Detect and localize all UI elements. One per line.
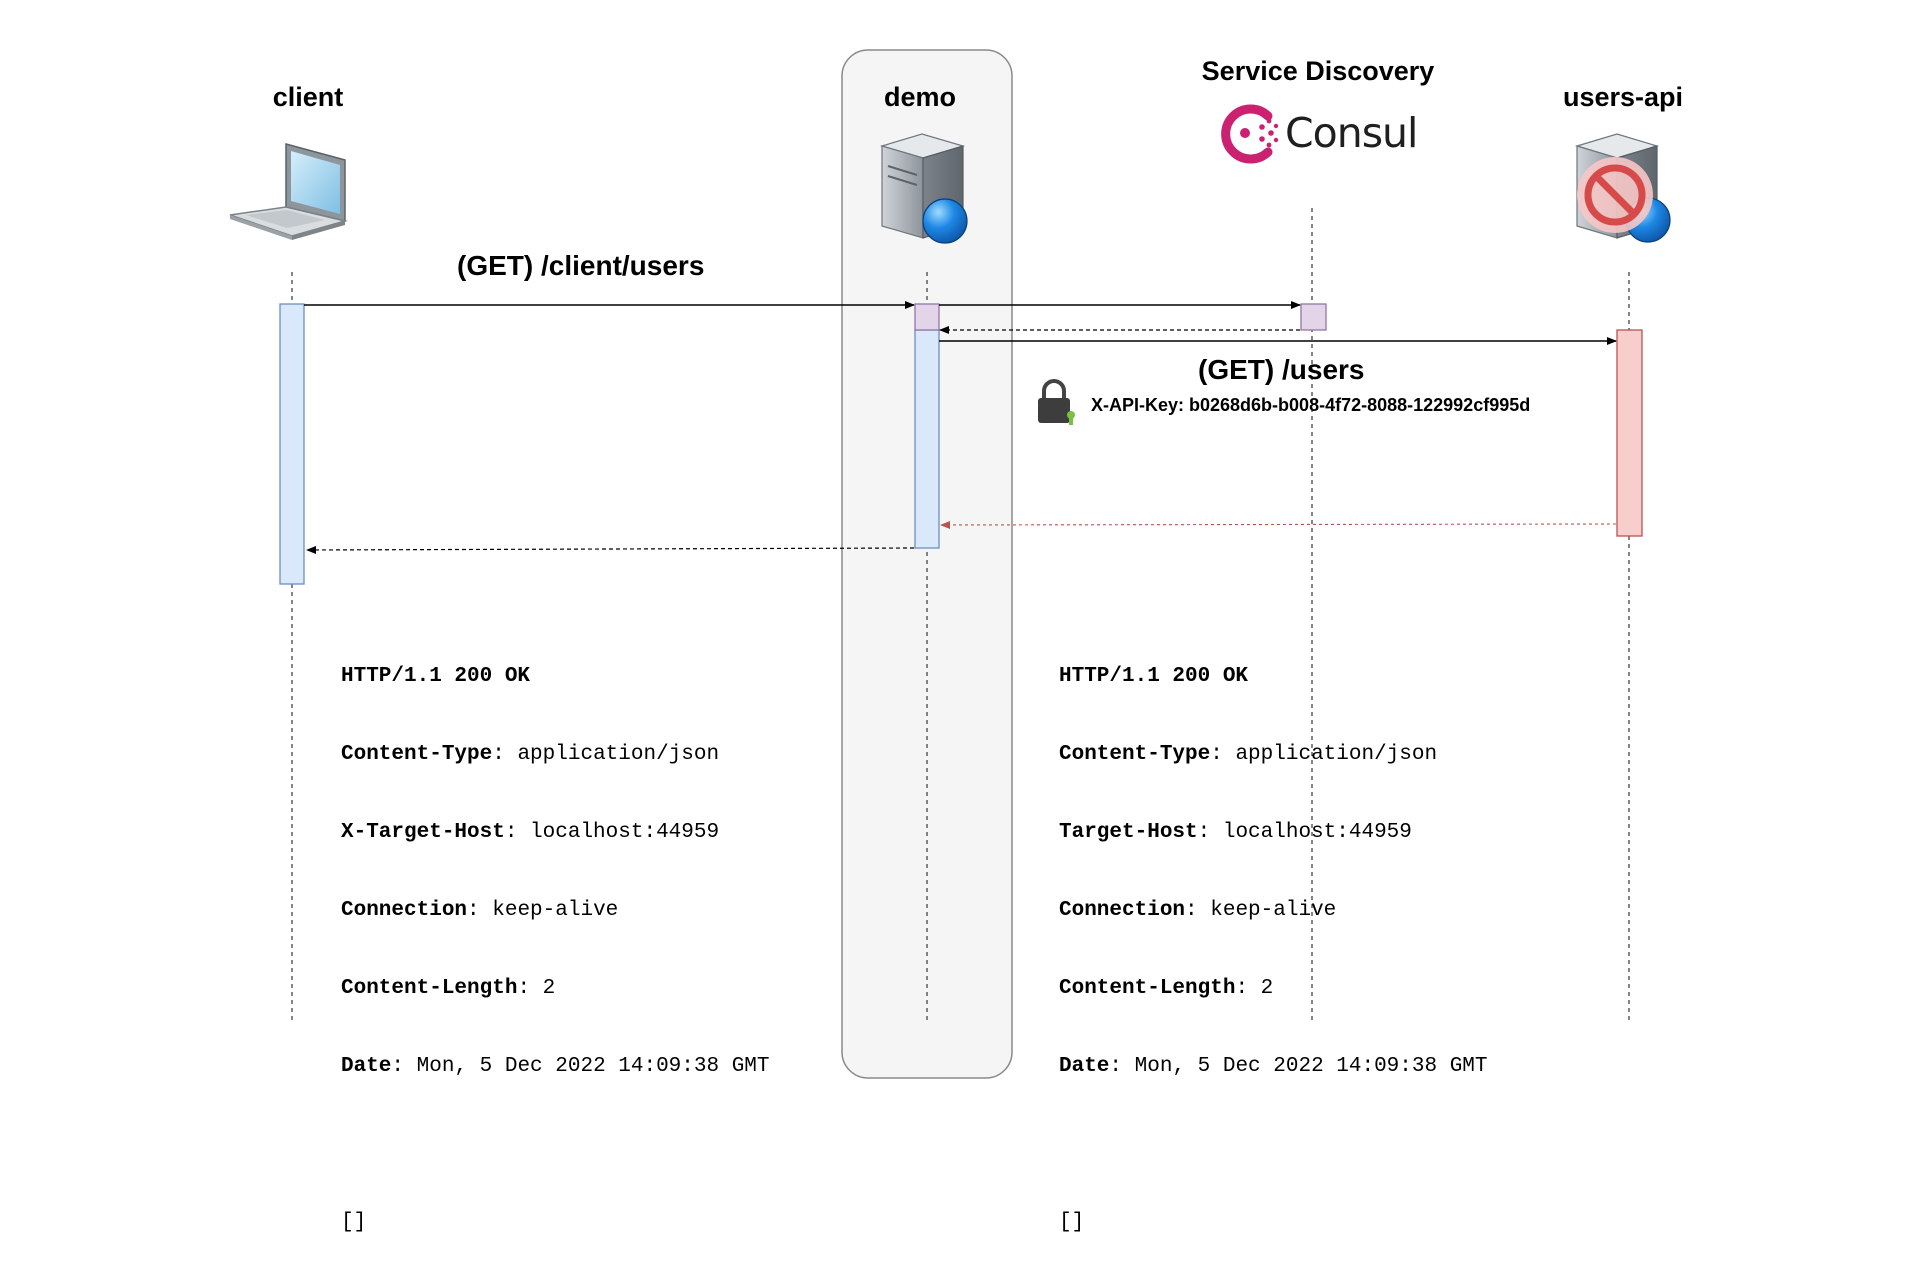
header-key: Connection <box>1059 899 1186 922</box>
header-key: Date <box>1059 1055 1110 1078</box>
header-key: Connection <box>341 899 468 922</box>
header-value: 2 <box>1260 977 1274 1000</box>
client-response-header: Connection: keep-alive <box>341 899 619 922</box>
participant-label-demo: demo <box>883 82 957 112</box>
blank-line <box>1059 1132 1488 1158</box>
consul-logo-icon <box>1221 104 1279 164</box>
consul-wordmark: Consul <box>1285 109 1418 157</box>
client-response-block: HTTP/1.1 200 OK Content-Type: applicatio… <box>341 612 770 1288</box>
api-response-header: Target-Host: localhost:44959 <box>1059 821 1412 844</box>
lock-icon <box>1038 379 1075 425</box>
header-value: 2 <box>542 977 556 1000</box>
header-value: Mon, 5 Dec 2022 14:09:38 GMT <box>416 1055 770 1078</box>
api-key-header-note: X-API-Key: b0268d6b-b008-4f72-8088-12299… <box>1091 395 1531 415</box>
header-value: application/json <box>1235 743 1438 766</box>
blank-line <box>341 1132 770 1158</box>
demo-discovery-activation <box>914 303 940 331</box>
api-response-header: Content-Type: application/json <box>1059 743 1438 766</box>
web-server-icon <box>879 133 968 244</box>
users-api-activation-bar <box>1616 329 1643 537</box>
api-reply-arrow <box>940 520 1617 529</box>
client-response-status: HTTP/1.1 200 OK <box>341 665 531 688</box>
client-response-header: Content-Type: application/json <box>341 743 720 766</box>
client-response-header: Date: Mon, 5 Dec 2022 14:09:38 GMT <box>341 1055 770 1078</box>
header-key: Content-Type <box>1059 743 1211 766</box>
header-value: Mon, 5 Dec 2022 14:09:38 GMT <box>1134 1055 1488 1078</box>
demo-activation-bar <box>914 329 940 549</box>
diagram-graphics <box>229 49 1671 1079</box>
client-response-header: X-Target-Host: localhost:44959 <box>341 821 720 844</box>
sequence-diagram: client demo Service Discovery users-api … <box>229 49 1684 1234</box>
api-response-header: Date: Mon, 5 Dec 2022 14:09:38 GMT <box>1059 1055 1488 1078</box>
header-value: localhost:44959 <box>530 821 720 844</box>
header-key: Content-Length <box>341 977 518 1000</box>
api-response-header: Content-Length: 2 <box>1059 977 1274 1000</box>
api-request-label: (GET) /users <box>1198 354 1365 385</box>
blocked-server-icon <box>1574 133 1671 243</box>
client-reply-arrow <box>306 545 915 554</box>
header-key: Target-Host <box>1059 821 1198 844</box>
header-value: keep-alive <box>492 899 619 922</box>
header-value: localhost:44959 <box>1222 821 1412 844</box>
api-response-body: [] <box>1059 1211 1085 1234</box>
participant-label-client: client <box>272 82 344 112</box>
api-response-block: HTTP/1.1 200 OK Content-Type: applicatio… <box>1059 612 1488 1288</box>
header-key: Date <box>341 1055 392 1078</box>
header-value: keep-alive <box>1210 899 1337 922</box>
api-response-status: HTTP/1.1 200 OK <box>1059 665 1249 688</box>
client-request-label: (GET) /client/users <box>457 250 705 281</box>
participant-label-users-api: users-api <box>1562 82 1684 112</box>
api-response-header: Connection: keep-alive <box>1059 899 1337 922</box>
discovery-activation-bar <box>1300 303 1327 331</box>
header-value: application/json <box>517 743 720 766</box>
header-key: Content-Length <box>1059 977 1236 1000</box>
header-key: X-Target-Host <box>341 821 505 844</box>
client-activation-bar <box>279 303 305 585</box>
client-response-header: Content-Length: 2 <box>341 977 556 1000</box>
header-key: Content-Type <box>341 743 493 766</box>
client-response-body: [] <box>341 1211 367 1234</box>
laptop-icon <box>229 143 348 240</box>
participant-label-service-discovery: Service Discovery <box>1201 56 1435 86</box>
